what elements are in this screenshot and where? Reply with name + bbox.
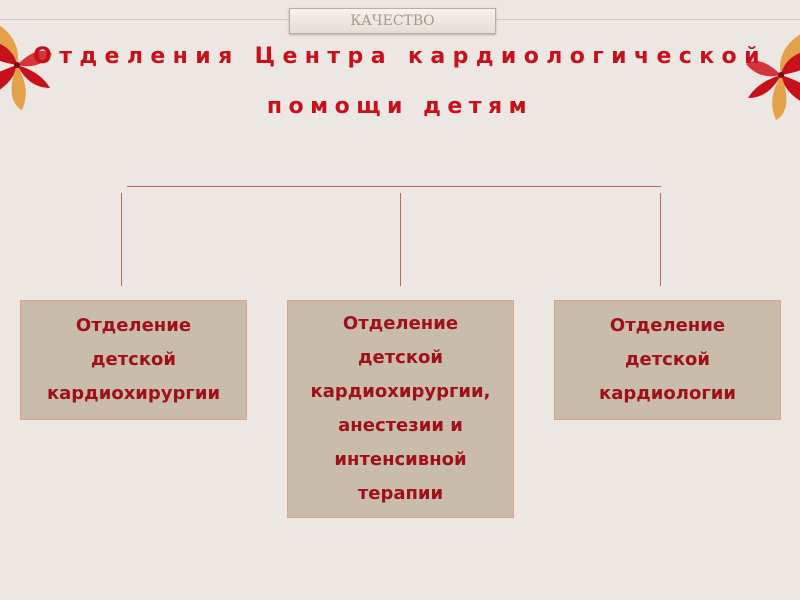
connector-right — [660, 193, 661, 286]
page-title-line1: Отделения Центра кардиологической — [33, 44, 767, 69]
department-box-pediatric-cardiac-surgery: Отделение детской кардиохирургии — [20, 300, 247, 420]
department-box-pediatric-cardiology: Отделение детской кардиологии — [554, 300, 781, 420]
section-tag: КАЧЕСТВО — [289, 8, 496, 34]
connector-horizontal — [127, 186, 661, 187]
department-label: Отделение детской кардиохирургии — [46, 315, 221, 404]
department-label: Отделение детской кардиологии — [599, 315, 736, 404]
red-leaf-ornament-icon — [746, 34, 800, 120]
department-label: Отделение детской кардиохирургии, анесте… — [310, 313, 491, 504]
department-box-cardiac-surgery-anesthesia-icu: Отделение детской кардиохирургии, анесте… — [287, 300, 514, 518]
page-title-line2: помощи детям — [266, 94, 534, 119]
connector-left — [121, 193, 122, 286]
red-leaf-ornament-icon — [0, 25, 52, 110]
connector-center — [400, 193, 401, 286]
